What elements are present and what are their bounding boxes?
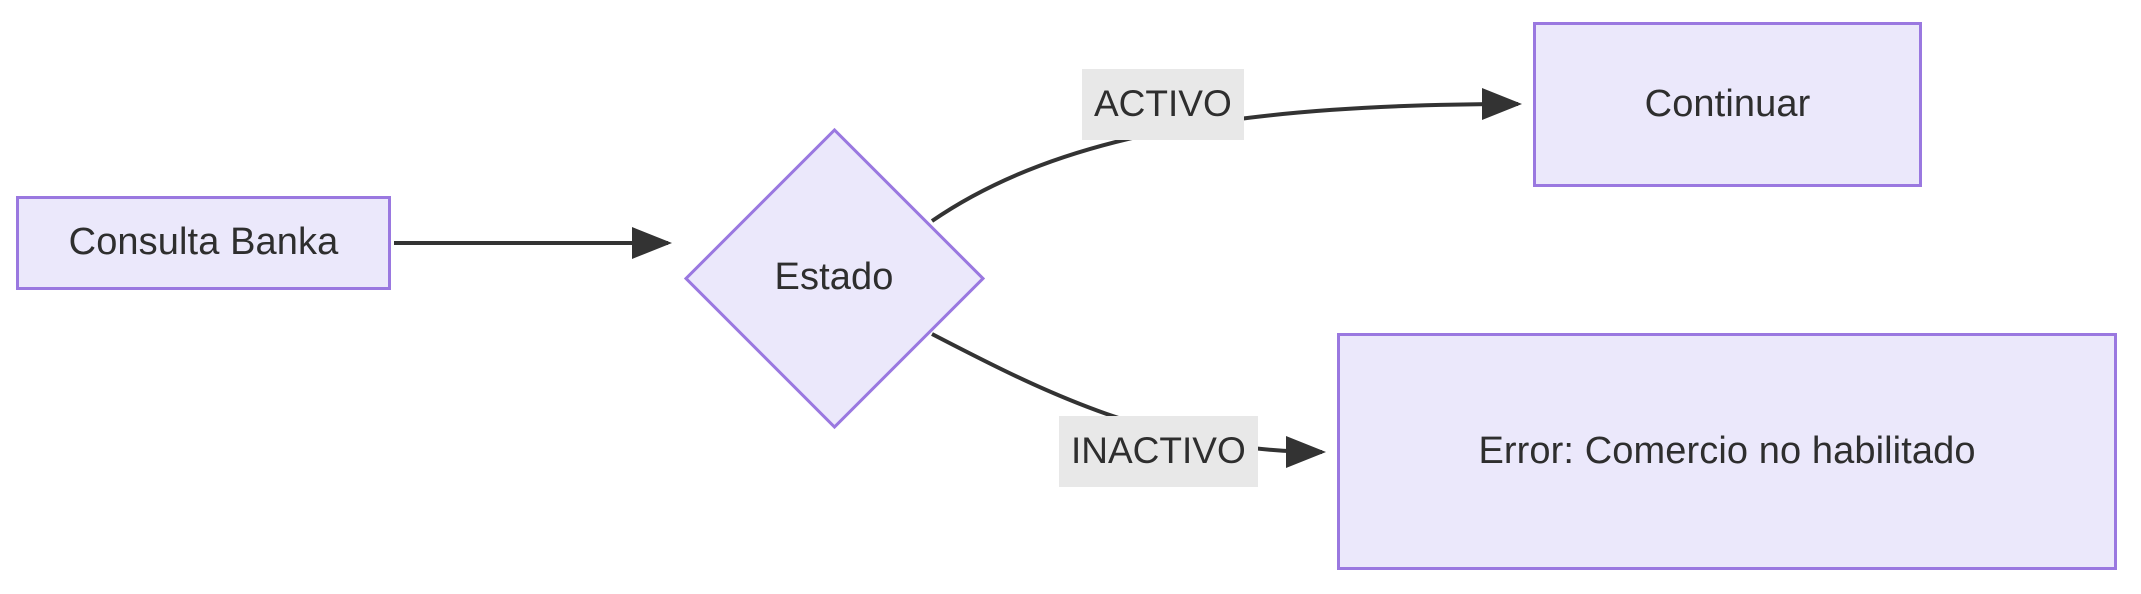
node-error-comercio-no-habilitado[interactable]: Error: Comercio no habilitado — [1337, 333, 2117, 570]
node-consulta-banka-label: Consulta Banka — [68, 221, 339, 264]
node-error-label: Error: Comercio no habilitado — [1478, 429, 1976, 472]
edge-label-inactivo: INACTIVO — [1059, 416, 1258, 487]
node-consulta-banka[interactable]: Consulta Banka — [16, 196, 391, 290]
edge-label-activo: ACTIVO — [1082, 69, 1244, 140]
node-continuar[interactable]: Continuar — [1533, 22, 1922, 187]
node-estado-decision[interactable]: Estado — [683, 127, 985, 429]
node-estado-label: Estado — [774, 256, 894, 299]
node-continuar-label: Continuar — [1644, 82, 1811, 125]
